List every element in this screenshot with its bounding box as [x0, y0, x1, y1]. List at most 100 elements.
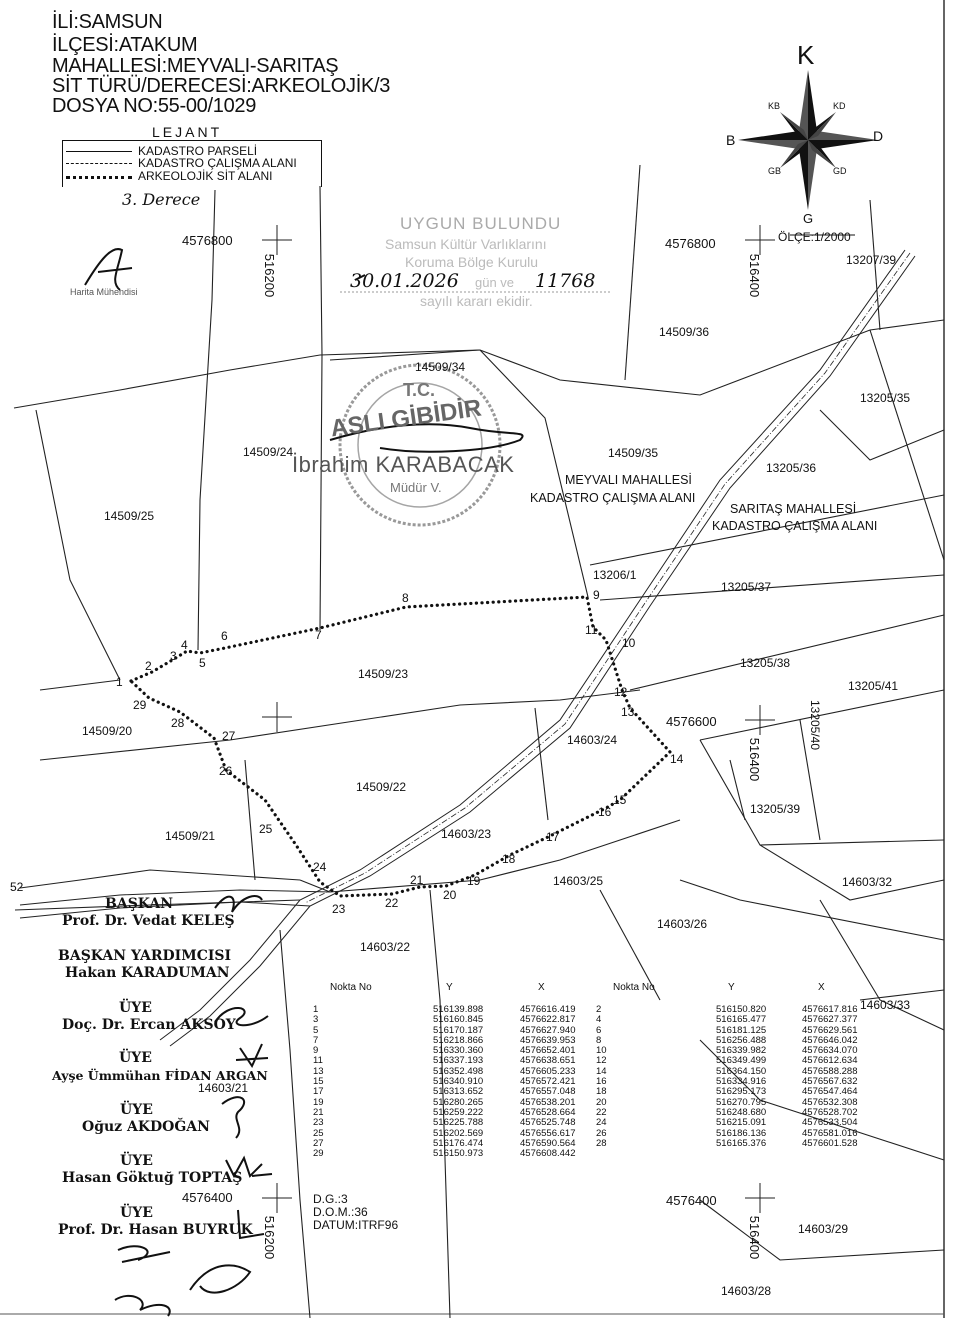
parcel-label: 14603/28	[721, 1284, 772, 1298]
point-label: 24	[313, 860, 327, 874]
coord-cell-y: 516259.222	[433, 1106, 484, 1118]
datum-dom: D.O.M.:36	[313, 1205, 368, 1219]
datum-dg: D.G.:3	[313, 1192, 348, 1206]
seal-tc: T.C.	[403, 380, 436, 400]
coord-cell-x: 4576605.233	[520, 1065, 576, 1077]
legend-item-calisma: KADASTRO ÇALIŞMA ALANI	[138, 156, 297, 170]
coord-cell-y: 516270.795	[716, 1096, 767, 1108]
point-label: 8	[402, 591, 409, 605]
coord-cell-y: 516160.845	[433, 1014, 484, 1026]
arkeolojik-sit-boundary	[129, 595, 673, 898]
signatures	[84, 248, 524, 1317]
point-label: 13	[621, 705, 635, 719]
point-label: 23	[332, 902, 346, 916]
legend-line-sit	[66, 176, 132, 179]
coord-cell-y: 516280.265	[433, 1096, 484, 1108]
area-meyvali-1: MEYVALI MAHALLESİ	[565, 473, 692, 487]
coord-cell-x: 4576547.464	[802, 1086, 858, 1098]
datum-itrf: DATUM:ITRF96	[313, 1218, 399, 1232]
road-boundary	[19, 249, 916, 1047]
coord-cell-no: 28	[596, 1137, 607, 1149]
coord-cell-no: 19	[313, 1096, 324, 1108]
uye-title-4: ÜYE	[120, 1153, 153, 1169]
legend-line-calisma	[66, 163, 132, 164]
coord-cell-no: 8	[596, 1034, 602, 1046]
grid-y-top-right: 4576800	[665, 236, 716, 251]
coord-cell-no: 1	[313, 1004, 319, 1015]
uye-name-4: Hasan Göktuğ TOPTAŞ	[62, 1170, 243, 1186]
coord-cell-y: 516313.652	[433, 1086, 484, 1098]
coord-cell-x: 4576646.042	[802, 1034, 858, 1046]
parcel-label: 13205/39	[750, 802, 801, 816]
coord-cell-no: 29	[313, 1148, 324, 1160]
coord-cell-no: 2	[596, 1004, 602, 1015]
header-sit: SİT TÜRÜ/DERECESİ:ARKEOLOJİK/3	[52, 75, 391, 97]
coord-cell-y: 516202.569	[433, 1127, 484, 1139]
coord-cell-no: 14	[596, 1065, 607, 1077]
coord-cell-x: 4576567.632	[802, 1076, 858, 1088]
compass-b: B	[726, 132, 736, 148]
parcel-lines	[13, 164, 945, 1318]
header-ilce: İLÇESİ:ATAKUM	[52, 34, 198, 56]
coord-cell-no: 18	[596, 1086, 607, 1098]
parcel-label: 14509/21	[165, 829, 216, 843]
coord-cell-x: 4576616.419	[520, 1004, 576, 1015]
coord-cell-no: 6	[596, 1024, 602, 1036]
coord-cell-x: 4576617.816	[802, 1004, 858, 1015]
coord-cell-x: 4576590.564	[520, 1137, 576, 1149]
parcel-label: 13205/36	[766, 461, 817, 475]
point-label: 7	[315, 628, 322, 642]
parcel-label: 14509/20	[82, 724, 133, 738]
parcel-label: 14509/24	[243, 445, 294, 459]
point-label: 25	[259, 822, 273, 836]
legend-title: LEJANT	[152, 124, 223, 140]
coord-cell-y: 516334.916	[716, 1076, 767, 1088]
parcel-label: 13205/40	[808, 699, 823, 751]
uye-name-3: Oğuz AKDOĞAN	[82, 1119, 210, 1135]
uye-title-5: ÜYE	[120, 1205, 153, 1221]
coord-cell-x: 4576528.664	[520, 1106, 576, 1118]
parcel-label: 13206/1	[593, 568, 637, 582]
point-label: 27	[222, 729, 236, 743]
coord-cell-y: 516150.820	[716, 1004, 767, 1015]
coord-cell-y: 516186.136	[716, 1127, 767, 1139]
coord-cell-x: 4576588.288	[802, 1065, 858, 1077]
coord-cell-x: 4576557.048	[520, 1086, 576, 1098]
parcel-label: 14603/23	[441, 827, 492, 841]
legend-box	[62, 140, 322, 187]
area-saritas-1: SARITAŞ MAHALLESİ	[730, 502, 857, 516]
coord-cell-y: 516215.091	[716, 1117, 767, 1129]
coord-cell-y: 516218.866	[433, 1034, 484, 1046]
baskan-name: Prof. Dr. Vedat KELEŞ	[62, 913, 235, 929]
stamp-line3: Koruma Bölge Kurulu	[405, 254, 539, 270]
coord-header-no-right: Nokta No	[613, 982, 655, 993]
coord-cell-y: 516165.477	[716, 1014, 767, 1026]
coord-cell-x: 4576528.702	[802, 1106, 858, 1118]
coord-cell-no: 12	[596, 1055, 607, 1067]
coord-cell-x: 4576533.504	[802, 1117, 858, 1129]
compass-d: D	[873, 128, 884, 144]
seal-title: Müdür V.	[390, 480, 442, 495]
uye-name-1: Doç. Dr. Ercan AKSOY	[62, 1017, 236, 1033]
coord-cell-y: 516256.488	[716, 1034, 767, 1046]
compass-gb: GB	[768, 166, 782, 176]
coord-cell-no: 23	[313, 1117, 324, 1129]
parcel-label: 14603/24	[567, 733, 618, 747]
coord-cell-x: 4576608.442	[520, 1148, 576, 1160]
compass-icon	[738, 70, 878, 210]
point-label: 19	[467, 874, 481, 888]
stamp-uygun: UYGUN BULUNDU	[400, 214, 562, 233]
point-label: 9	[593, 588, 600, 602]
grid-y-mid-right: 4576600	[666, 714, 717, 729]
coord-cell-y: 516330.360	[433, 1045, 484, 1057]
coord-cell-x: 4576538.201	[520, 1096, 576, 1108]
coord-cell-y: 516150.973	[433, 1148, 484, 1160]
stamp-line2: Samsun Kültür Varlıklarını	[385, 236, 547, 252]
point-label: 3	[170, 649, 177, 663]
parcel-label: 14603/22	[360, 940, 411, 954]
compass-gd: GD	[833, 166, 847, 176]
